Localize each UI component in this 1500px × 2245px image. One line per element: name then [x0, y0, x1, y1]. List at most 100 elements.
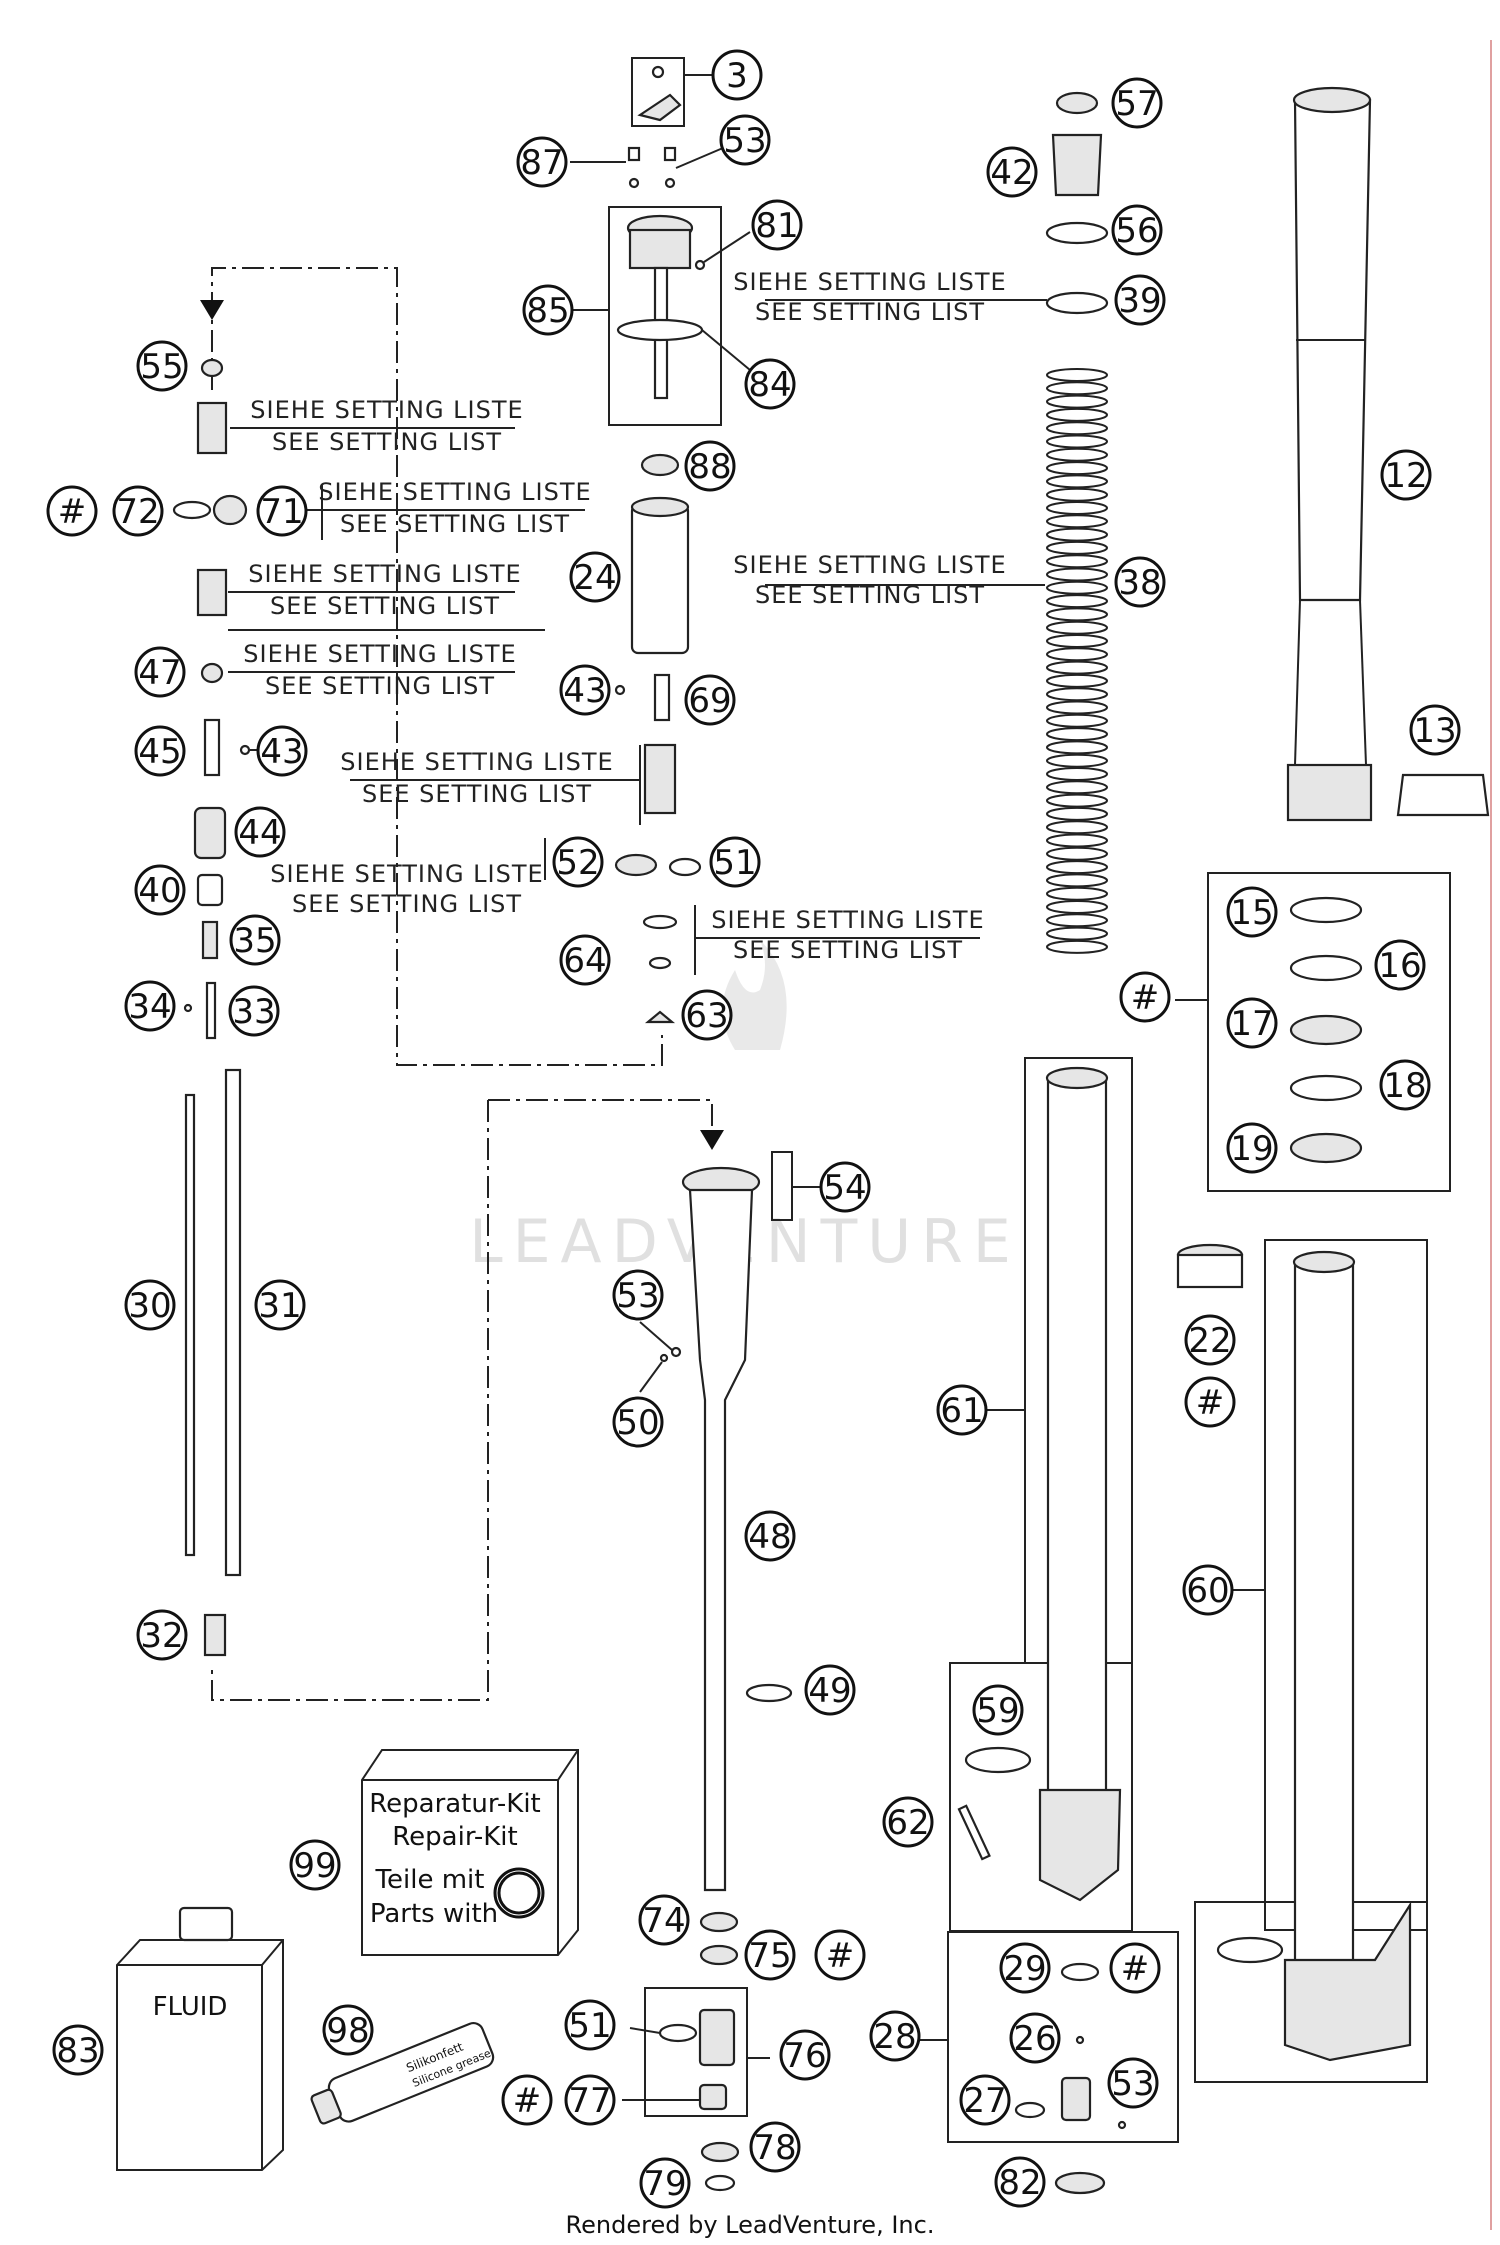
callout-hash3: # [1184, 1376, 1236, 1428]
callout-3: 3 [711, 49, 763, 101]
svg-text:3: 3 [726, 56, 748, 96]
svg-text:54: 54 [823, 1168, 866, 1208]
part-74-ring [699, 1911, 739, 1933]
svg-text:SEE SETTING LIST: SEE SETTING LIST [292, 890, 522, 918]
callout-83: 83 [52, 2024, 104, 2076]
part-49-oring [745, 1683, 793, 1703]
part-16-ring [1289, 954, 1363, 982]
spring-coil [1046, 527, 1108, 542]
svg-text:17: 17 [1230, 1004, 1273, 1044]
callout-30: 30 [124, 1279, 176, 1331]
callout-48: 48 [744, 1510, 796, 1562]
svg-text:75: 75 [748, 1936, 791, 1976]
lead-51b [629, 2027, 661, 2034]
spring-coil [1046, 487, 1108, 502]
repair-kit-hash-mark [497, 1871, 541, 1915]
lead-53b [639, 1321, 673, 1351]
svg-text:77: 77 [568, 2081, 611, 2121]
callout-32: 32 [136, 1609, 188, 1661]
spring-coil [1046, 939, 1108, 954]
callout-18: 18 [1379, 1059, 1431, 1111]
svg-text:33: 33 [232, 992, 275, 1032]
part-56-ring [1045, 221, 1109, 245]
part-48-cartridge [688, 1188, 754, 1892]
lead-50 [639, 1361, 663, 1393]
callout-72: 72 [112, 485, 164, 537]
part-76-base-valve [698, 2008, 736, 2067]
svg-text:61: 61 [940, 1391, 983, 1431]
shim-stack-1 [196, 401, 228, 455]
svg-text:SEE SETTING LIST: SEE SETTING LIST [362, 780, 592, 808]
spring-coil [1046, 461, 1108, 476]
setting-note-1: SIEHE SETTING LISTE SEE SETTING LIST [250, 396, 523, 456]
part-60-inner-tube [1293, 1260, 1355, 2024]
part-60-oring [1216, 1936, 1284, 1964]
part-85-frame [608, 206, 722, 426]
part-53c-valve [1060, 2076, 1092, 2122]
part-45-valve [203, 718, 221, 777]
svg-text:38: 38 [1118, 563, 1161, 603]
spring-coil [1046, 846, 1108, 861]
spring-coil [1046, 647, 1108, 662]
part-3-frame [631, 57, 685, 127]
part-31-rod [224, 1068, 242, 1577]
part-42-cap [1051, 133, 1103, 197]
svg-text:SIEHE SETTING LISTE: SIEHE SETTING LISTE [733, 551, 1006, 579]
part-82-cap [1054, 2171, 1106, 2195]
part-12-top [1292, 86, 1372, 114]
callout-26: 26 [1009, 2012, 1061, 2064]
callout-55: 55 [136, 340, 188, 392]
spring-coil [1046, 394, 1108, 409]
part-53b-screw [670, 1346, 682, 1358]
part-71-piston [212, 494, 248, 526]
repair-kit-box: Reparatur-Kit Repair-Kit Teile mit Parts… [361, 1749, 579, 1956]
spring-coil [1046, 567, 1108, 582]
callout-53a: 53 [719, 114, 771, 166]
svg-text:99: 99 [293, 1846, 336, 1886]
svg-text:39: 39 [1118, 281, 1161, 321]
dashdot-path-1 [211, 267, 663, 1066]
svg-text:#: # [1131, 978, 1160, 1018]
spring-coil [1046, 501, 1108, 515]
part-47-nut [200, 662, 224, 684]
part-60-axle-clamp [1283, 1901, 1412, 2062]
part-57-ring [1055, 91, 1099, 115]
svg-text:#: # [826, 1936, 855, 1976]
part-17-seal [1289, 1014, 1363, 1046]
svg-text:43: 43 [563, 671, 606, 711]
spring-coil [1046, 660, 1108, 675]
svg-text:52: 52 [556, 843, 599, 883]
svg-text:47: 47 [138, 653, 181, 693]
spring-coil [1046, 368, 1108, 382]
part-77-cup [698, 2083, 728, 2111]
spring-coil [1046, 620, 1108, 635]
part-52-piston [614, 853, 658, 877]
spring-coil [1046, 554, 1108, 569]
callout-87: 87 [516, 136, 568, 188]
svg-text:49: 49 [808, 1671, 851, 1711]
spring-coil [1046, 833, 1108, 848]
svg-text:79: 79 [643, 2164, 686, 2204]
svg-text:16: 16 [1378, 946, 1421, 986]
svg-text:30: 30 [128, 1286, 171, 1326]
lead-81 [703, 231, 751, 263]
callout-43b: 43 [256, 725, 308, 777]
callout-57: 57 [1111, 77, 1163, 129]
svg-text:12: 12 [1384, 456, 1427, 496]
part-35-spring [201, 920, 219, 960]
callout-24: 24 [569, 551, 621, 603]
lead-84 [701, 329, 751, 371]
callout-59: 59 [972, 1684, 1024, 1736]
callout-63: 63 [681, 989, 733, 1041]
callout-61: 61 [936, 1384, 988, 1436]
svg-text:SIEHE SETTING LISTE: SIEHE SETTING LISTE [250, 396, 523, 424]
svg-text:57: 57 [1115, 84, 1158, 124]
svg-text:98: 98 [326, 2011, 369, 2051]
svg-text:51: 51 [713, 843, 756, 883]
part-18-clip [1289, 1074, 1363, 1102]
svg-text:SEE SETTING LIST: SEE SETTING LIST [755, 581, 985, 609]
svg-text:19: 19 [1230, 1129, 1273, 1169]
spring-coil [1046, 474, 1108, 489]
svg-text:64: 64 [563, 941, 606, 981]
part-61-inner-tube [1046, 1076, 1108, 1820]
